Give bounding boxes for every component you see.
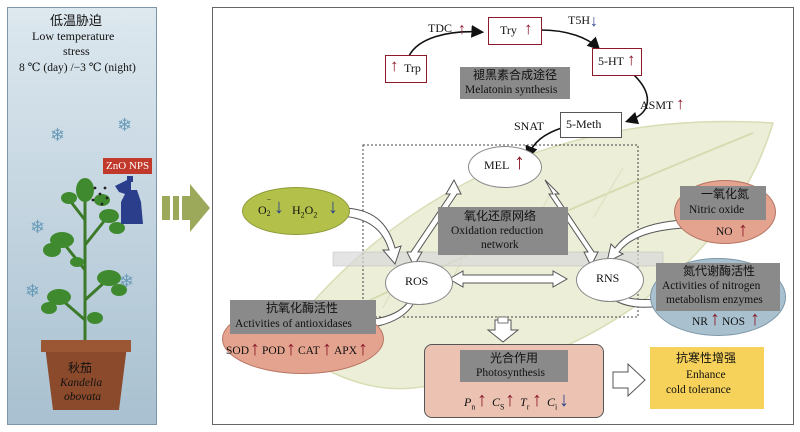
down-arrow-icon: ↓ — [274, 196, 284, 218]
snat-label: SNAT — [514, 119, 545, 133]
up-arrow-icon: ↑ — [322, 338, 332, 360]
5meth-box — [560, 112, 622, 138]
plant-name-en-2: obovata — [64, 391, 102, 403]
ros-label: ROS — [405, 274, 429, 288]
outcome-cn: 抗寒性增强 — [676, 351, 737, 365]
down-arrow-icon: ↓ — [559, 389, 569, 411]
antioxidases-title-cn: 抗氧化酶活性 — [266, 301, 339, 315]
sod-label: SOD — [226, 345, 250, 357]
up-arrow-icon: ↑ — [286, 338, 296, 360]
up-arrow-icon: ↑ — [358, 338, 368, 360]
nitrogen-enzymes-title-en-1: Activities of nitrogen — [662, 280, 761, 292]
pn-label: Pn — [464, 395, 476, 412]
snowflake-icon: ❄ — [50, 125, 66, 145]
plant-name-cn: 秋茄 — [68, 361, 93, 375]
up-arrow-icon: ↑ — [477, 389, 487, 411]
pod-label: POD — [262, 345, 286, 357]
up-arrow-icon: ↑ — [250, 338, 260, 360]
mel-label: MEL — [484, 158, 510, 172]
up-arrow-icon: ↑ — [676, 94, 685, 113]
hydrogen-peroxide-label: H2O2 — [292, 203, 318, 220]
up-arrow-icon: ↑ — [514, 149, 525, 174]
nitric-oxide-title-en: Nitric oxide — [689, 204, 745, 216]
rns-label: RNS — [596, 271, 620, 285]
cat-label: CAT — [298, 345, 320, 357]
nos-label: NOS — [722, 316, 746, 328]
nitric-oxide-title-box — [680, 186, 766, 220]
cs-label: CS — [492, 395, 505, 412]
up-arrow-icon: ↑ — [390, 56, 399, 75]
ci-label: Ci — [547, 395, 558, 412]
tr-label: Tr — [520, 395, 530, 412]
no-label: NO — [716, 226, 733, 238]
down-arrow-icon: ↓ — [590, 13, 598, 30]
5ht-label: 5-HT — [598, 54, 624, 68]
stress-title-en-2: stress — [63, 44, 90, 58]
nitrogen-enzymes-title-box — [656, 263, 780, 311]
down-arrow-icon: ↓ — [328, 196, 338, 218]
up-arrow-icon: ↑ — [458, 21, 466, 38]
up-arrow-icon: ↑ — [710, 308, 720, 330]
network-title-en-1: Oxidation reduction — [451, 225, 544, 237]
photosynthesis-title-cn: 光合作用 — [490, 351, 539, 365]
plant-name-en-1: Kandelia — [60, 377, 103, 389]
outcome-en-1: Enhance — [686, 369, 726, 381]
plant-illustration — [41, 176, 143, 410]
snowflake-icon: ❄ — [25, 281, 41, 301]
antioxidases-title-en: Activities of antioxidases — [235, 318, 352, 330]
asmt-label: ASMT — [640, 98, 674, 112]
photosynthesis-title-en: Photosynthesis — [476, 367, 546, 379]
up-arrow-icon: ↑ — [532, 389, 542, 411]
try-box — [488, 17, 542, 45]
nr-label: NR — [692, 316, 708, 328]
network-title-cn: 氧化还原网络 — [464, 209, 537, 223]
melatonin-title-en: Melatonin synthesis — [465, 84, 558, 96]
trp-box — [385, 55, 427, 83]
nitrogen-enzymes-title-en-2: metabolism enzymes — [666, 294, 763, 306]
nitrogen-enzymes-title-cn: 氮代谢酶活性 — [683, 264, 756, 278]
melatonin-title-box — [460, 67, 570, 99]
try-label: Try — [500, 23, 517, 37]
transition-arrow — [162, 184, 210, 232]
apx-label: APX — [334, 345, 358, 357]
up-arrow-icon: ↑ — [505, 389, 515, 411]
mel-node — [468, 146, 542, 188]
ros-node — [385, 261, 453, 305]
trp-label: Trp — [404, 61, 421, 75]
up-arrow-icon: ↑ — [738, 219, 748, 241]
stress-condition: 8 ℃ (day) /−3 ℃ (night) — [19, 62, 136, 74]
nitric-oxide-title-cn: 一氧化氮 — [701, 187, 750, 201]
outcome-en-2: cold tolerance — [666, 384, 731, 396]
network-title-en-2: network — [481, 239, 519, 251]
tdc-label: TDC — [428, 21, 452, 35]
5ht-box — [592, 48, 642, 76]
zno-nps-label: ZnO NPS — [103, 158, 153, 175]
snowflake-icon: ❄ — [30, 217, 46, 237]
t5h-label: T5H — [568, 13, 590, 27]
snowflake-icon: ❄ — [117, 115, 133, 135]
up-arrow-icon: ↑ — [524, 19, 533, 38]
melatonin-title-cn: 褪黑素合成途径 — [473, 68, 558, 82]
up-arrow-icon: ↑ — [750, 308, 760, 330]
stress-title-cn: 低温胁迫 — [50, 13, 103, 28]
antioxidases-title-box — [230, 300, 376, 334]
5meth-label: 5-Meth — [566, 117, 602, 131]
network-title-box — [438, 207, 568, 255]
photosynthesis-title-box — [460, 350, 568, 382]
up-arrow-icon: ↑ — [627, 50, 636, 69]
outcome-box — [650, 347, 764, 409]
rns-node — [576, 258, 644, 302]
ros-species-node — [242, 187, 350, 235]
stress-title-en-1: Low temperature — [32, 29, 115, 43]
